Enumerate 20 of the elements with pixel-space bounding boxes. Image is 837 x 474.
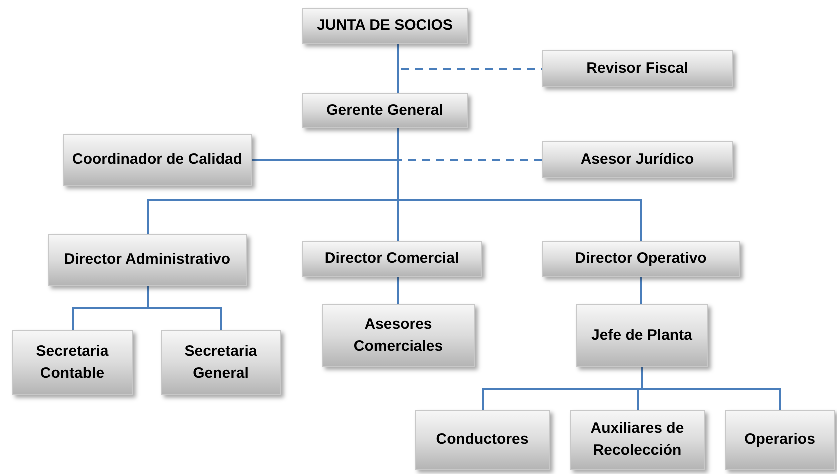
org-box: Conductores bbox=[415, 410, 550, 470]
org-box: Director Comercial bbox=[302, 241, 482, 277]
org-box: JUNTA DE SOCIOS bbox=[302, 8, 468, 44]
connector-line bbox=[640, 277, 642, 304]
org-box: Asesor Jurídico bbox=[542, 141, 733, 178]
org-box: Director Administrativo bbox=[48, 234, 247, 286]
org-box: Secretaria General bbox=[161, 330, 281, 395]
org-box: Gerente General bbox=[302, 93, 468, 128]
org-box: Coordinador de Calidad bbox=[63, 134, 252, 186]
connector-line bbox=[397, 128, 642, 241]
org-box: Jefe de Planta bbox=[576, 304, 708, 367]
org-box: Auxiliares de Recolección bbox=[570, 410, 705, 470]
org-box: Secretaria Contable bbox=[12, 330, 133, 395]
org-box: Asesores Comerciales bbox=[322, 304, 475, 367]
connector-line bbox=[147, 286, 222, 330]
org-box: Revisor Fiscal bbox=[542, 50, 733, 87]
org-box: Operarios bbox=[725, 410, 835, 470]
connector-line bbox=[397, 44, 542, 70]
org-box: Director Operativo bbox=[542, 241, 740, 277]
connector-line bbox=[397, 277, 399, 304]
